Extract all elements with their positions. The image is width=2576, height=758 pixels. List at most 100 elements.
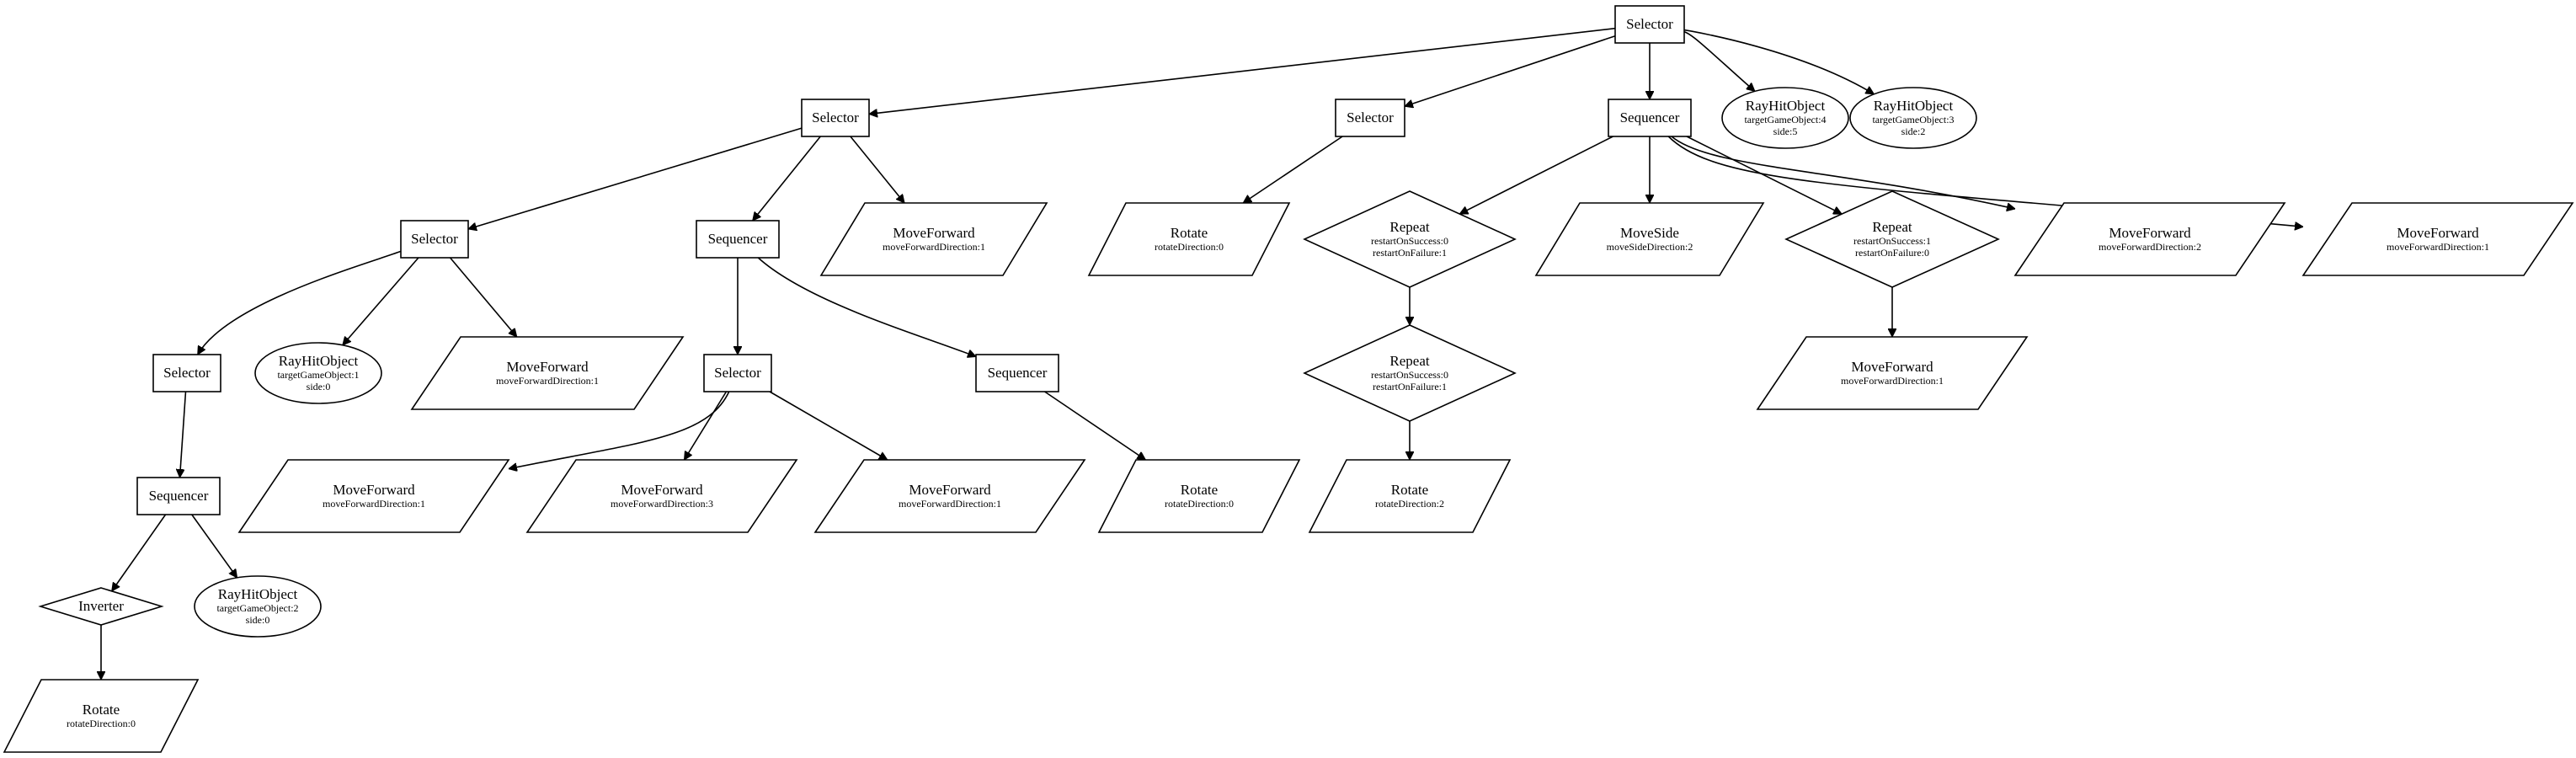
- edge-n3-n10: [1243, 136, 1343, 204]
- node-param: moveForwardDirection:1: [323, 498, 425, 510]
- node-param: moveForwardDirection:1: [883, 241, 985, 253]
- node-box: [1608, 99, 1692, 137]
- node-parallelogram: [237, 459, 510, 533]
- node-param: rotateDirection:0: [1155, 241, 1224, 253]
- edge-n8-n20: [757, 257, 976, 356]
- node-label: Inverter: [78, 598, 124, 614]
- node-label: Selector: [714, 365, 761, 381]
- node-param: rotateDirection:0: [1165, 498, 1234, 510]
- node-label: MoveSide: [1620, 225, 1679, 241]
- edge-n4-n14: [1671, 136, 2015, 209]
- node-parallelogram: [2301, 202, 2574, 276]
- node-label: Rotate: [1171, 225, 1208, 241]
- node-label: RayHitObject: [1746, 98, 1826, 114]
- node-parallelogram: [1087, 202, 1291, 276]
- node-label: RayHitObject: [1874, 98, 1954, 114]
- inverter-node: Inverter: [38, 587, 164, 626]
- edge-n20-n27: [1044, 391, 1146, 461]
- node-label: Selector: [1626, 16, 1673, 32]
- node-param: moveForwardDirection:3: [611, 498, 713, 510]
- node-diamond: [1784, 190, 2000, 288]
- selector-node: Selector: [152, 354, 221, 392]
- node-ellipse: [1849, 87, 1977, 149]
- node-parallelogram: [525, 459, 798, 533]
- edge-n23-n29: [111, 514, 167, 591]
- node-param: restartOnFailure:0: [1855, 247, 1929, 259]
- node-param: targetGameObject:2: [216, 602, 298, 614]
- node-label: MoveForward: [2397, 225, 2479, 241]
- node-ellipse: [254, 342, 382, 404]
- node-param: moveForwardDirection:1: [2387, 241, 2489, 253]
- node-parallelogram: [410, 336, 685, 410]
- node-param: side:0: [246, 614, 270, 626]
- node-box: [152, 354, 221, 392]
- edge-n19-n24: [509, 391, 730, 469]
- selector-node: Selector: [703, 354, 772, 392]
- node-label: Sequencer: [708, 231, 768, 247]
- edge-n4-n11: [1459, 136, 1613, 215]
- selector-node: Selector: [801, 99, 870, 137]
- node-param: side:5: [1773, 125, 1798, 137]
- node-parallelogram: [1097, 459, 1301, 533]
- edge-n16-n23: [180, 391, 187, 478]
- node-parallelogram: [813, 459, 1086, 533]
- node-param: targetGameObject:3: [1872, 114, 1954, 125]
- node-parallelogram: [819, 202, 1048, 276]
- node-label: Selector: [812, 109, 859, 125]
- repeat-node: RepeatrestartOnSuccess:0restartOnFailure…: [1303, 190, 1517, 288]
- node-box: [696, 220, 780, 259]
- node-box: [1335, 99, 1405, 137]
- node-param: targetGameObject:1: [277, 369, 359, 381]
- sequencer-node: Sequencer: [1608, 99, 1692, 137]
- node-param: moveSideDirection:2: [1607, 241, 1693, 253]
- edge-n1-n6: [1683, 29, 1874, 95]
- edge-n1-n2: [869, 27, 1616, 115]
- node-parallelogram: [1308, 459, 1512, 533]
- sequencer-node: Sequencer: [975, 354, 1059, 392]
- edge-n4-n13: [1686, 136, 1842, 215]
- node-diamond: [1303, 324, 1517, 422]
- node-label: Selector: [163, 365, 211, 381]
- node-param: side:2: [1901, 125, 1926, 137]
- edge-n2-n9: [850, 136, 904, 203]
- node-ellipse: [194, 575, 322, 638]
- node-param: rotateDirection:0: [67, 718, 136, 729]
- edge-n23-n30: [191, 514, 237, 578]
- node-box: [801, 99, 870, 137]
- node-label: Repeat: [1389, 353, 1429, 369]
- node-label: Repeat: [1872, 219, 1912, 235]
- edge-n7-n18: [449, 257, 517, 337]
- node-param: restartOnSuccess:0: [1371, 369, 1448, 381]
- node-param: moveForwardDirection:2: [2099, 241, 2201, 253]
- node-param: rotateDirection:2: [1375, 498, 1444, 510]
- node-label: MoveForward: [1851, 359, 1933, 375]
- node-label: Rotate: [1181, 482, 1218, 498]
- edge-n19-n26: [769, 391, 888, 461]
- node-param: restartOnSuccess:1: [1853, 235, 1931, 247]
- node-label: MoveForward: [333, 482, 415, 498]
- node-ellipse: [1721, 87, 1849, 149]
- node-param: restartOnFailure:1: [1373, 247, 1447, 259]
- node-param: targetGameObject:4: [1744, 114, 1826, 125]
- sequencer-node: Sequencer: [136, 477, 221, 515]
- node-param: restartOnFailure:1: [1373, 381, 1447, 392]
- edge-n7-n16: [197, 250, 402, 355]
- node-label: Selector: [411, 231, 458, 247]
- edge-n7-n17: [343, 257, 419, 345]
- node-box: [136, 477, 221, 515]
